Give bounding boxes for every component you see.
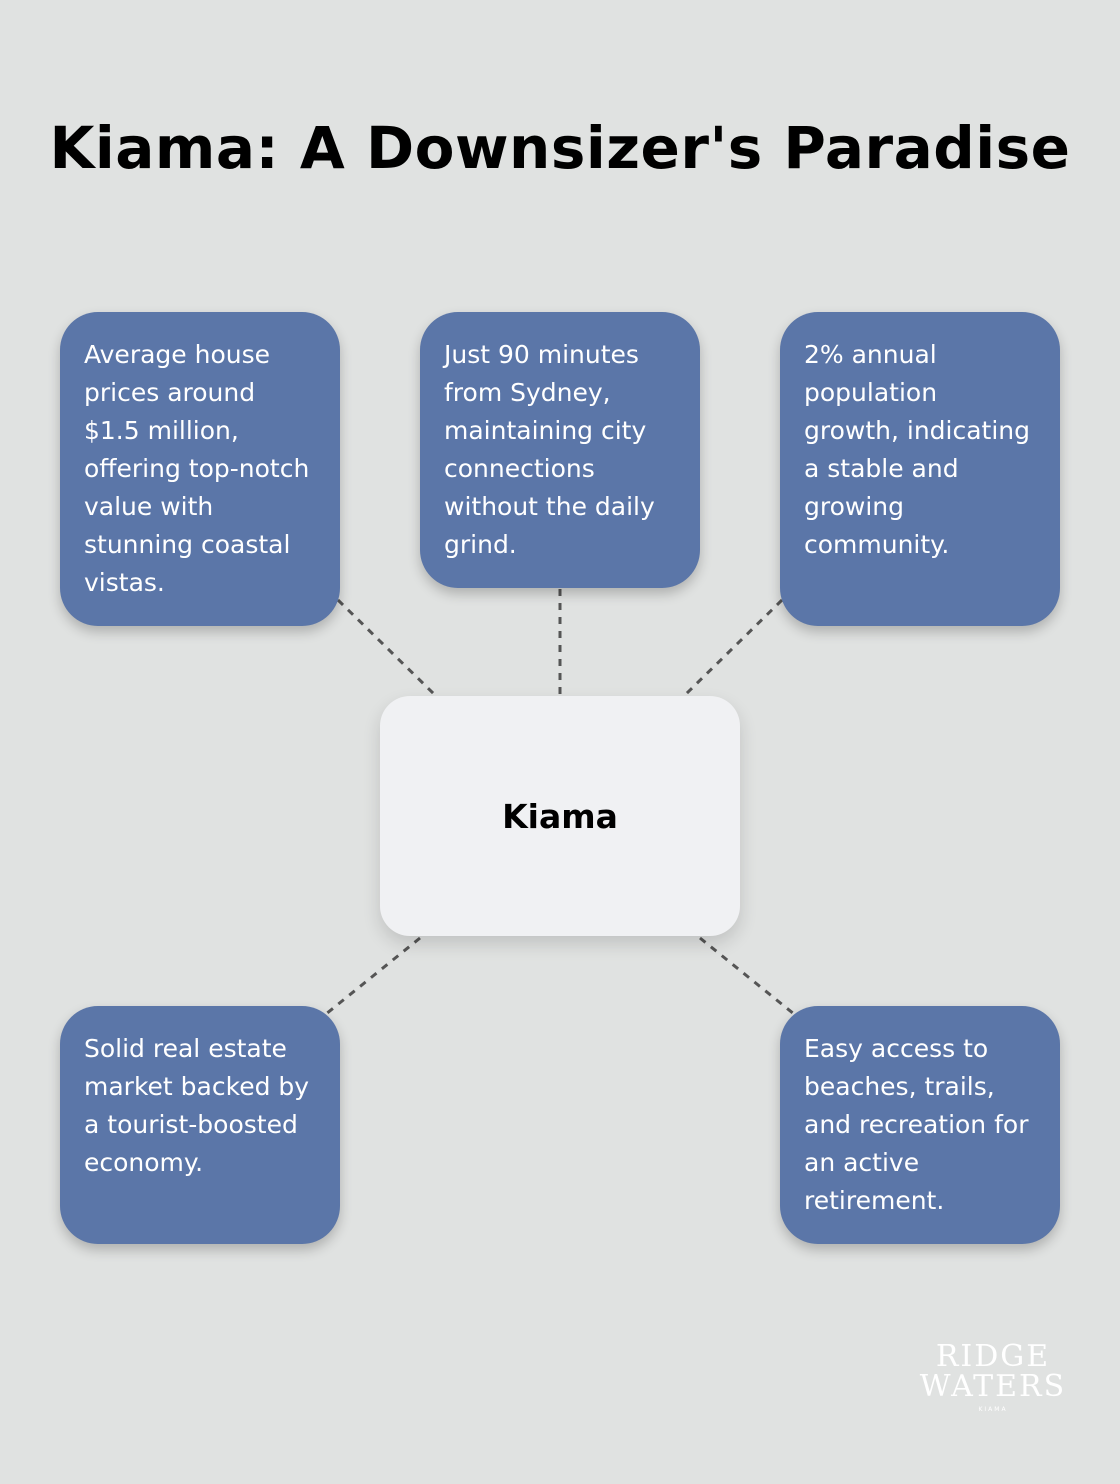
connector-bottom-left [325, 936, 421, 1016]
connector-bottom-right [699, 936, 795, 1016]
fact-box-real-estate-market: Solid real estate market backed by a tou… [60, 1006, 340, 1244]
fact-box-sydney-distance: Just 90 minutes from Sydney, maintaining… [420, 312, 700, 588]
logo-line-3: KIAMA [978, 1406, 1008, 1413]
brand-logo: RIDGE WATERS KIAMA [918, 1339, 1068, 1414]
fact-box-population-growth: 2% annual population growth, indicating … [780, 312, 1060, 626]
center-label: Kiama [502, 796, 618, 836]
fact-box-recreation: Easy access to beaches, trails, and recr… [780, 1006, 1060, 1244]
connector-top-left [336, 598, 436, 696]
page-title: Kiama: A Downsizer's Paradise [49, 114, 1071, 182]
center-node: Kiama [380, 696, 740, 936]
logo-line-1: RIDGE [935, 1339, 1051, 1374]
fact-box-house-prices: Average house prices around $1.5 million… [60, 312, 340, 626]
logo-line-2: WATERS [919, 1369, 1067, 1404]
connector-top-right [684, 598, 784, 696]
